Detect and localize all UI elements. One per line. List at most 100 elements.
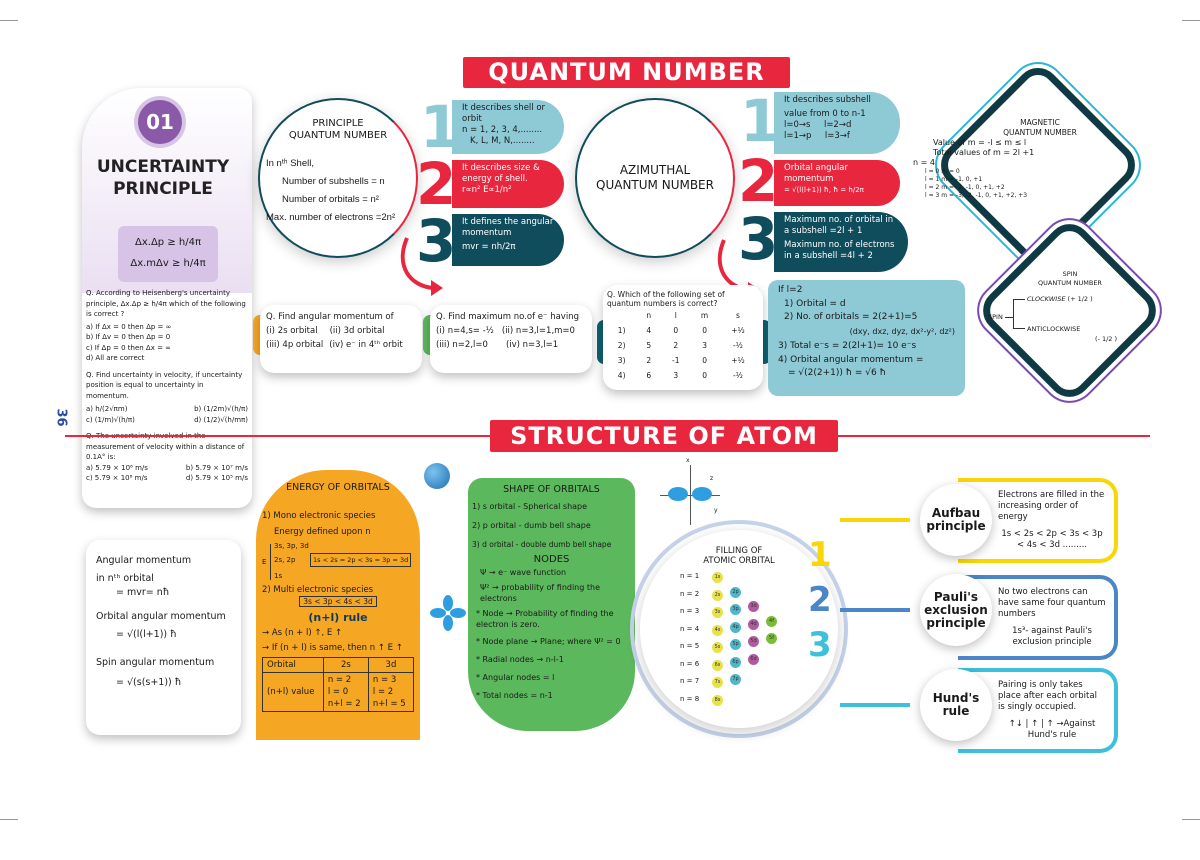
energy-axis: [270, 544, 271, 580]
page-number: 36: [53, 408, 69, 427]
header: l: [674, 311, 677, 320]
azimuthal-fact-box-2: Orbital angular momentum = √(l(l+1)) ħ, …: [774, 160, 900, 206]
cell: -½: [732, 371, 743, 380]
quantum-set-question-card: Q. Which of the following set of quantum…: [603, 285, 763, 390]
title-line: ATOMIC ORBITAL: [703, 556, 775, 566]
fact: In nᵗʰ Shell,: [266, 158, 314, 169]
principle-text: ↑↓ | ↑ | ↑ →Against Hund's rule: [1008, 719, 1096, 740]
spin-content: SPIN QUANTUM NUMBER SPIN CLOCKWISE (+ 1/…: [985, 270, 1155, 343]
fact: Energy defined upon n: [274, 527, 371, 537]
box-text: Orbital angular momentum: [784, 163, 848, 184]
orbital-7p: 7p: [730, 674, 741, 685]
option: c) (1/m)√(h/π): [86, 415, 135, 424]
energy-level: 2s, 2p: [274, 556, 296, 564]
option: b) (1/2m)√(h/π): [194, 405, 248, 413]
cell: n+l = 5: [372, 699, 406, 709]
subheading: 2) Multi electronic species: [262, 585, 374, 595]
filling-ring: [630, 520, 848, 738]
option: (iv) e⁻ in 4ᵗʰ orbit: [329, 340, 403, 350]
orbital-8s: 8s: [712, 694, 723, 706]
header: s: [736, 311, 740, 320]
node-fact: Ψ → e⁻ wave function: [480, 568, 567, 577]
clockwise-value: (+ 1/2 ): [1067, 295, 1093, 303]
title-line: AZIMUTHAL: [619, 163, 691, 177]
box-text: It defines the angular momentum: [462, 217, 554, 238]
axis-label: z: [710, 475, 714, 482]
orbital-3d: 3d: [748, 601, 759, 612]
cell: 4): [617, 371, 626, 380]
principle-description-box: Electrons are filled in the increasing o…: [958, 478, 1118, 563]
shape-item: 3) d orbital - double dumb bell shape: [472, 540, 612, 549]
cell: 2): [617, 341, 626, 350]
cell: 3: [702, 341, 707, 350]
box-text: It describes shell or orbit: [462, 103, 546, 124]
title-line: QUANTUM NUMBER: [1003, 128, 1077, 137]
number-one: 1: [420, 93, 461, 161]
header: m: [700, 311, 709, 320]
cell: -½: [732, 341, 743, 350]
shape-item: 1) s orbital - Spherical shape: [472, 502, 588, 511]
structure-of-atom-banner: STRUCTURE OF ATOM: [490, 420, 838, 452]
anticlockwise-label: ANTICLOCKWISE: [1027, 325, 1081, 333]
m-row: l = 0 m = 0: [925, 168, 960, 175]
orbital-5p: 5p: [730, 639, 741, 650]
cell: 0: [702, 371, 707, 380]
number-three: 3: [738, 205, 779, 273]
shell-label: n = 5: [680, 642, 700, 650]
fact: Angular momentum: [96, 555, 192, 566]
title-line: FILLING OF: [715, 546, 763, 556]
option: a) h/(2√πm): [86, 405, 128, 413]
crop-mark: [1182, 20, 1200, 21]
question: Q. According to Heisenberg's uncertainty…: [86, 289, 246, 318]
m-row: l = 1 m = -1, 0, +1: [925, 176, 983, 183]
cell: 3): [617, 356, 626, 365]
node-fact: * Radial nodes → n-l-1: [476, 655, 564, 664]
title-line: QUANTUM NUMBER: [1038, 279, 1102, 287]
option: (ii) n=3,l=1,m=0: [501, 326, 575, 336]
energy-order-box: 1s < 2s = 2p < 3s = 3p = 3d: [310, 553, 412, 567]
fact: 2) No. of orbitals = 2(2+1)=5: [784, 312, 918, 322]
fact: If l=2: [778, 285, 803, 295]
shell-label: n = 1: [680, 572, 700, 580]
azimuthal-quantum-number-circle: AZIMUTHAL QUANTUM NUMBER: [575, 98, 735, 258]
option: c) If Δp = 0 then Δx = ∞: [86, 343, 172, 352]
title-line: UNCERTAINTY: [96, 157, 230, 177]
node-fact: * Node plane → Plane; where Ψ² = 0: [476, 637, 621, 646]
orbital-4s: 4s: [712, 624, 723, 636]
orbital-5d: 5d: [748, 636, 759, 647]
box-text: = √(l(l+1)) ħ, ħ = h/2π: [784, 186, 864, 194]
box-text: K, L, M, N,........: [470, 136, 535, 146]
cell: 4: [646, 326, 652, 335]
option: a) If Δx = 0 then Δp = ∞: [86, 322, 172, 331]
cell: +½: [731, 356, 745, 365]
principle-fact-box-3: It defines the angular momentum mvr = nh…: [452, 214, 564, 266]
cell: n = 3: [372, 675, 397, 685]
box-text: value from 0 to n-1: [784, 109, 866, 119]
box-text: mvr = nh/2π: [462, 242, 516, 252]
orbital-4p: 4p: [730, 621, 741, 633]
fact: = √(2(2+1)) ħ = √6 ħ: [788, 368, 886, 378]
shell-label: n = 6: [680, 659, 700, 668]
fact: = mvr= nħ: [116, 587, 170, 598]
title-line: MAGNETIC: [1020, 118, 1060, 127]
title-line: QUANTUM NUMBER: [288, 130, 388, 141]
orbital-1s: 1s: [712, 572, 723, 583]
table-header: Orbital: [262, 657, 324, 673]
shell-label: n = 2: [680, 589, 700, 598]
number-one: 1: [740, 87, 781, 155]
energy-level: 1s: [274, 572, 283, 580]
crop-mark: [0, 20, 18, 21]
arrow-head: [431, 280, 443, 296]
question: Q. Find uncertainty in velocity, if unce…: [86, 370, 243, 400]
orbital-6d: 6d: [748, 653, 759, 665]
cell: 2: [646, 356, 652, 365]
orbital-3p: 3p: [730, 604, 741, 615]
orbital-2s: 2s: [712, 589, 723, 601]
uncertainty-card: 01 UNCERTAINTY PRINCIPLE Δx.Δp ≥ h/4π Δx…: [82, 88, 252, 508]
fact: Max. number of electrons =2n²: [266, 212, 396, 223]
